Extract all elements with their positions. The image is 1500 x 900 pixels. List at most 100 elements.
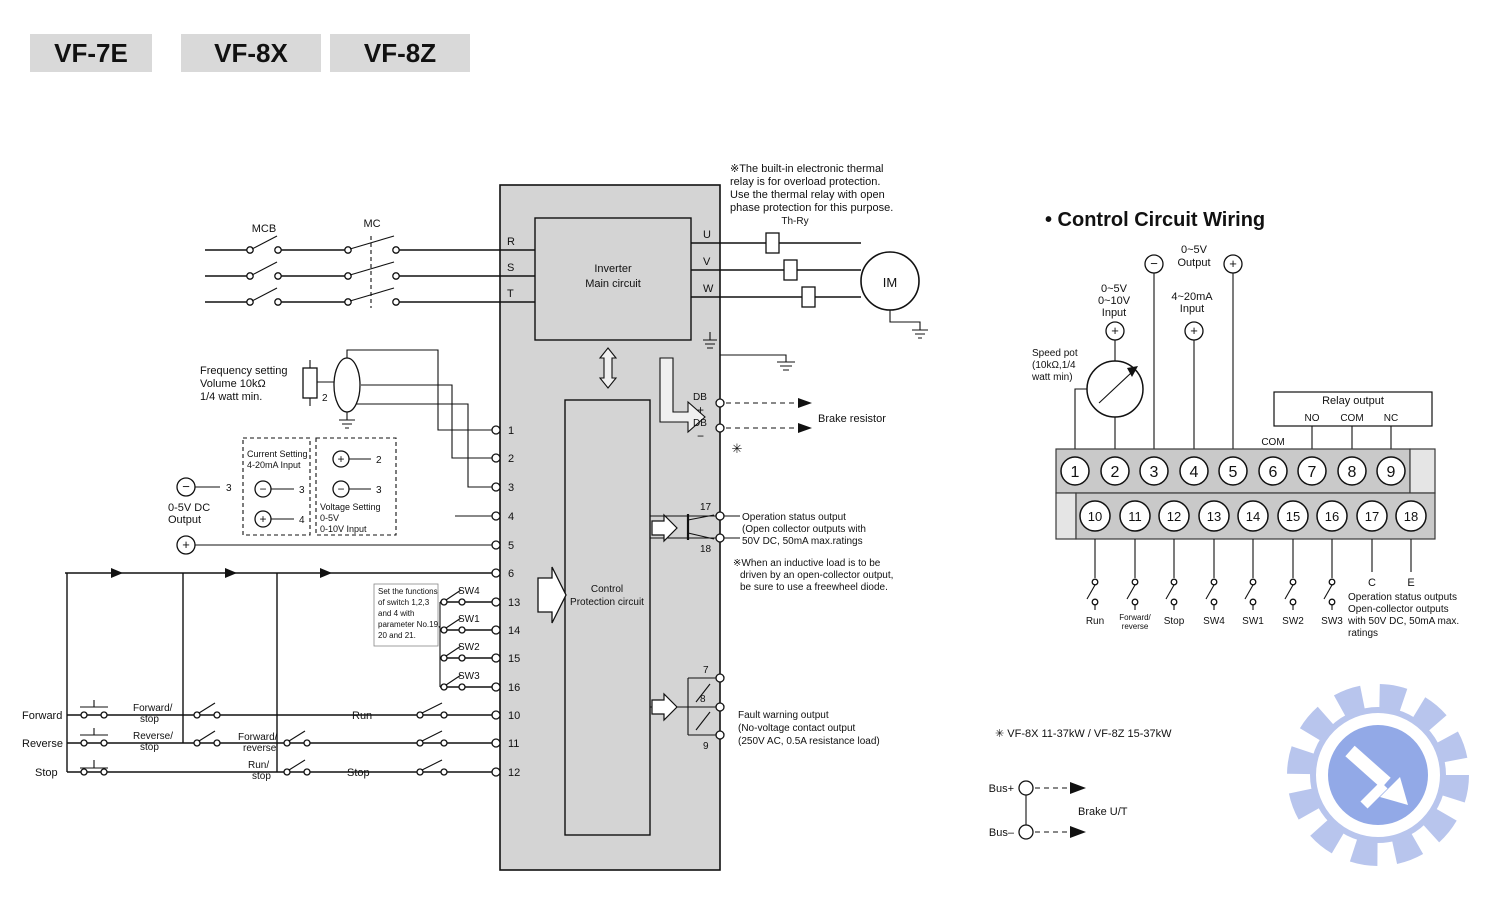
terminal-circle [491,625,501,635]
terminal-number: 10 [508,710,520,722]
note-line: 50V DC, 50mA max.ratings [742,536,863,547]
ctrl-label: Forward [22,710,62,722]
ctrl-label: stop [140,742,159,753]
switch-icon [416,702,448,719]
phase-u-label: U [703,229,711,241]
pin-number: 3 [299,485,305,496]
relay-pin-label: COM [1340,413,1363,424]
bus-note: ✳ VF-8X 11-37kW / VF-8Z 15-37kW [995,728,1172,740]
main-diagram: Inverter Main circuit Control Protection… [22,163,928,871]
ctrl-label: Run/ [248,760,269,771]
ctrl-label: Forward/ [133,703,173,714]
note-line: ratings [1348,628,1378,639]
big-arrow-icon [537,566,567,624]
terminal-number: 13 [1207,509,1221,524]
terminal-number: 5 [508,540,514,552]
note-line: 20 and 21. [378,631,416,640]
terminal-number: 11 [508,738,519,750]
gear-icon [1287,684,1469,866]
terminal-circle [715,673,725,683]
note-line: 1/4 watt min. [200,391,262,403]
terminal-number: 7 [703,665,709,676]
terminal-number: 12 [1167,509,1181,524]
analog-input-options: − 3 0-5V DC Output + Current Setting 4-2… [168,437,492,555]
box-label: 4-20mA Input [247,460,301,470]
pin-number: 3 [376,485,382,496]
ctrl-label: Reverse [22,738,63,750]
note-line: parameter No.19, [378,620,440,629]
pushbutton-icon [80,760,108,776]
terminal-circle [491,682,501,692]
plus-sign: + [1229,256,1237,271]
switch-icon [193,702,221,719]
terminal-number: 8 [1348,464,1357,481]
label: 0~10V [1098,295,1131,307]
terminal-number: 9 [703,741,709,752]
arrow-icon [1070,826,1086,838]
transistor-icon [686,514,715,540]
terminal-number: 13 [508,597,520,609]
analog-wires [1074,273,1234,449]
th-ry-label: Th-Ry [781,216,808,227]
strip-switches: Run Forward/ reverse Stop SW4 SW1 SW2 SW… [1086,539,1459,639]
terminal-number: 2 [508,453,514,465]
control-protection-circuit-box: Control Protection circuit [564,399,651,836]
terminal-circle [715,511,725,521]
strip-switch-label: Forward/ [1119,613,1151,622]
mc-label: MC [363,218,380,230]
box-label: 0-10V Input [320,524,367,534]
terminal-number: 2 [1111,464,1120,481]
db-sign: − [697,429,704,443]
mc-contactor-icon [344,235,400,308]
strip-switch-label: Stop [1164,616,1185,627]
terminal-number: 12 [508,767,520,779]
note-line: (Open collector outputs with [742,524,866,535]
bus-brake-section: ✳ VF-8X 11-37kW / VF-8Z 15-37kW Bus+ Bus… [989,728,1172,840]
brake-resistor-label: Brake resistor [818,413,886,425]
label: 0~5V [1101,283,1128,295]
switch-icon [440,589,466,606]
function-switches: SW4 SW1 SW2 SW3 13 14 15 16 [439,586,520,694]
label: 0~5V [1181,244,1208,256]
resistor-icon [302,367,318,399]
terminal-number: 4 [1190,464,1199,481]
terminal-number: 18 [700,544,712,555]
box-label: Voltage Setting [320,502,381,512]
control-wiring-examples: Forward Reverse Stop Forward/ stop Rever… [22,573,520,782]
arrow-icon [225,568,237,578]
emitter-label: E [1407,577,1414,589]
speed-pot-icon [1086,360,1144,418]
switch-function-note: Set the functions of switch 1,2,3 and 4 … [373,583,440,647]
strip-switch-label: SW2 [1282,616,1304,627]
minus-sign: − [182,479,190,494]
switch-icon [1323,539,1336,610]
model-badge-label: VF-7E [54,38,128,68]
note-line: and 4 with [378,609,414,618]
relay-pin-label: NO [1305,413,1320,424]
motor-label: IM [883,275,897,290]
ctrl-label: Forward/ [238,732,278,743]
terminal-number: 6 [508,568,514,580]
terminal-circle [491,597,501,607]
bent-arrow-icon [659,357,706,434]
terminal-number: 1 [1071,464,1080,481]
note-line: Operation status outputs [1348,592,1457,603]
ctrl-label: Run [352,710,372,722]
mcb-label: MCB [252,223,276,235]
arrow-icon [111,568,123,578]
sw-label: SW4 [458,586,480,597]
arrow-icon [798,423,812,433]
footnote-mark: ✳ [732,441,743,456]
model-badges: VF-7E VF-8X VF-8Z [30,34,470,72]
open-collector-output: 17 18 Operation status output (Open coll… [650,502,893,593]
arrow-icon [1070,782,1086,794]
thermal-note: ※The built-in electronic thermal relay i… [730,163,893,214]
plus-sign: + [1111,323,1119,338]
control-circuit-wiring: • Control Circuit Wiring 0~5V Output − +… [989,209,1459,840]
terminal-circle [715,533,725,543]
arrow-icon [798,398,812,408]
terminal-number: 5 [1229,464,1238,481]
switch-icon [1165,539,1178,610]
switch-icon [440,617,466,634]
